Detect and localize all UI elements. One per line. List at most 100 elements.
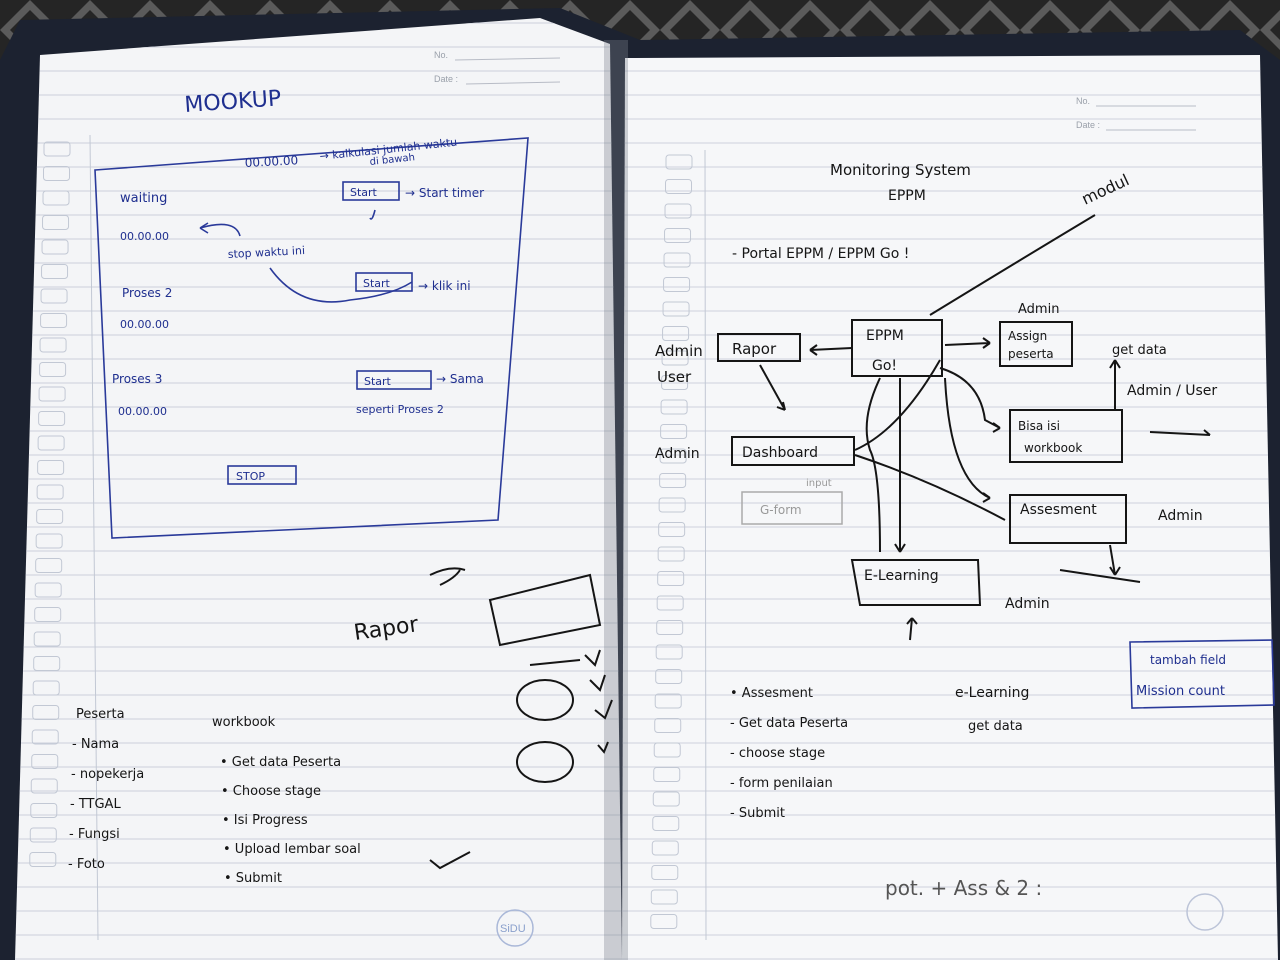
timer-note-2: di bawah [369,152,415,168]
row2-start-label: Start [363,277,391,290]
rapor-box [717,333,801,362]
margin-box [650,914,678,929]
sketch-box [488,573,602,647]
row3-start-button[interactable] [356,370,432,390]
list-item: - TTGAL [70,797,121,812]
margin-box [660,399,688,415]
margin-box [655,644,683,660]
stop-button[interactable] [227,465,297,485]
assesment-box [1009,494,1127,544]
row3-note-2: seperti Proses 2 [356,403,444,416]
sidu-logo [496,909,534,947]
stop-label: STOP [236,470,265,483]
row2-timer: 00.00.00 [120,318,169,331]
portal-line: - Portal EPPM / EPPM Go ! [732,246,909,262]
margin-box [37,435,65,451]
margin-box [658,497,686,513]
margin-box [31,754,59,769]
timer-top: 00.00.00 [244,153,298,170]
isi-workbook-label-1: Bisa isi [1018,419,1060,433]
margin-box [653,742,681,758]
margin-box [659,448,687,464]
row1-label: waiting [120,191,167,206]
margin-box [658,522,686,537]
gform-box [741,491,843,525]
list-item: - Foto [68,857,105,872]
mockup-frame [94,137,529,539]
peserta-list: - Nama- nopekerja- TTGAL- Fungsi- Foto [68,737,144,872]
right-logo [1186,893,1224,931]
margin-box [662,326,690,341]
margin-box [655,669,683,684]
left-margin-boxes [29,141,71,867]
margin-box [36,484,64,500]
blue-note-2: Mission count [1136,684,1225,699]
blue-note-box [1129,639,1275,709]
margin-box [42,190,70,206]
admin-user-right-label: Admin / User [1127,383,1217,399]
margin-box [654,718,682,733]
list-item: - Get data Peserta [730,716,848,731]
workbook-title: workbook [212,715,276,730]
row1-start-button[interactable] [342,181,400,201]
rapor-box-label: Rapor [732,340,777,358]
right-page [622,55,1278,960]
check-mark [429,851,471,870]
margin-box [43,166,71,181]
left-page [15,18,622,960]
margin-box [652,791,680,807]
margin-box [39,362,67,377]
sketch-circle-2 [516,741,574,783]
left-header-no: No. [434,50,448,60]
isi-workbook-label-2: workbook [1024,441,1082,455]
row1-arrow-note: stop waktu ini [227,244,305,261]
elearning-list-title: e-Learning [955,685,1029,701]
row2-label: Proses 2 [122,286,172,300]
assign-box [999,321,1073,367]
margin-box [30,803,58,818]
list-item: • Choose stage [221,784,321,799]
sidu-logo-text: SiDU [500,923,526,935]
margin-box [663,252,691,268]
right-margin-boxes [650,154,693,929]
input-label: input [806,478,832,489]
list-item: • Get data Peserta [220,755,341,770]
list-item: - Nama [72,737,119,752]
margin-box [657,546,685,562]
right-header-date: Date : [1076,120,1100,130]
margin-box [38,386,66,402]
admin-assesment-label: Admin [1158,508,1203,524]
get-data-label: get data [1112,343,1167,358]
list-item: - choose stage [730,746,825,761]
list-item: • Isi Progress [222,813,308,828]
row1-arrow [199,222,241,237]
margin-box [656,620,684,635]
row3-timer: 00.00.00 [118,405,167,418]
margin-box [664,203,692,219]
margin-box [651,840,679,856]
margin-box [659,473,687,488]
row1-timer: 00.00.00 [120,230,169,243]
list-item: • Upload lembar soal [223,842,361,857]
margin-box [35,533,63,549]
dashboard-box [731,436,855,466]
row2-note: → klik ini [418,279,471,293]
margin-box [32,680,60,696]
admin-user-label-1: Admin [655,342,703,360]
workbook-list: • Get data Peserta • Choose stage • Isi Pr… [220,755,361,886]
margin-box [660,424,688,439]
elearning-box-label: E-Learning [864,568,939,584]
admin-dashboard-label: Admin [655,446,700,462]
margin-box [34,607,62,622]
margin-box [29,827,57,843]
gform-box-label: G-form [760,503,802,517]
margin-box [33,631,61,647]
assign-box-label-1: Assign [1008,329,1047,343]
margin-box [42,215,70,230]
margin-box [652,816,680,831]
row3-note: → Sama [436,372,484,386]
margin-box [34,582,62,598]
row2-start-button[interactable] [355,272,413,292]
margin-box [661,375,689,390]
row3-label: Proses 3 [112,372,162,386]
